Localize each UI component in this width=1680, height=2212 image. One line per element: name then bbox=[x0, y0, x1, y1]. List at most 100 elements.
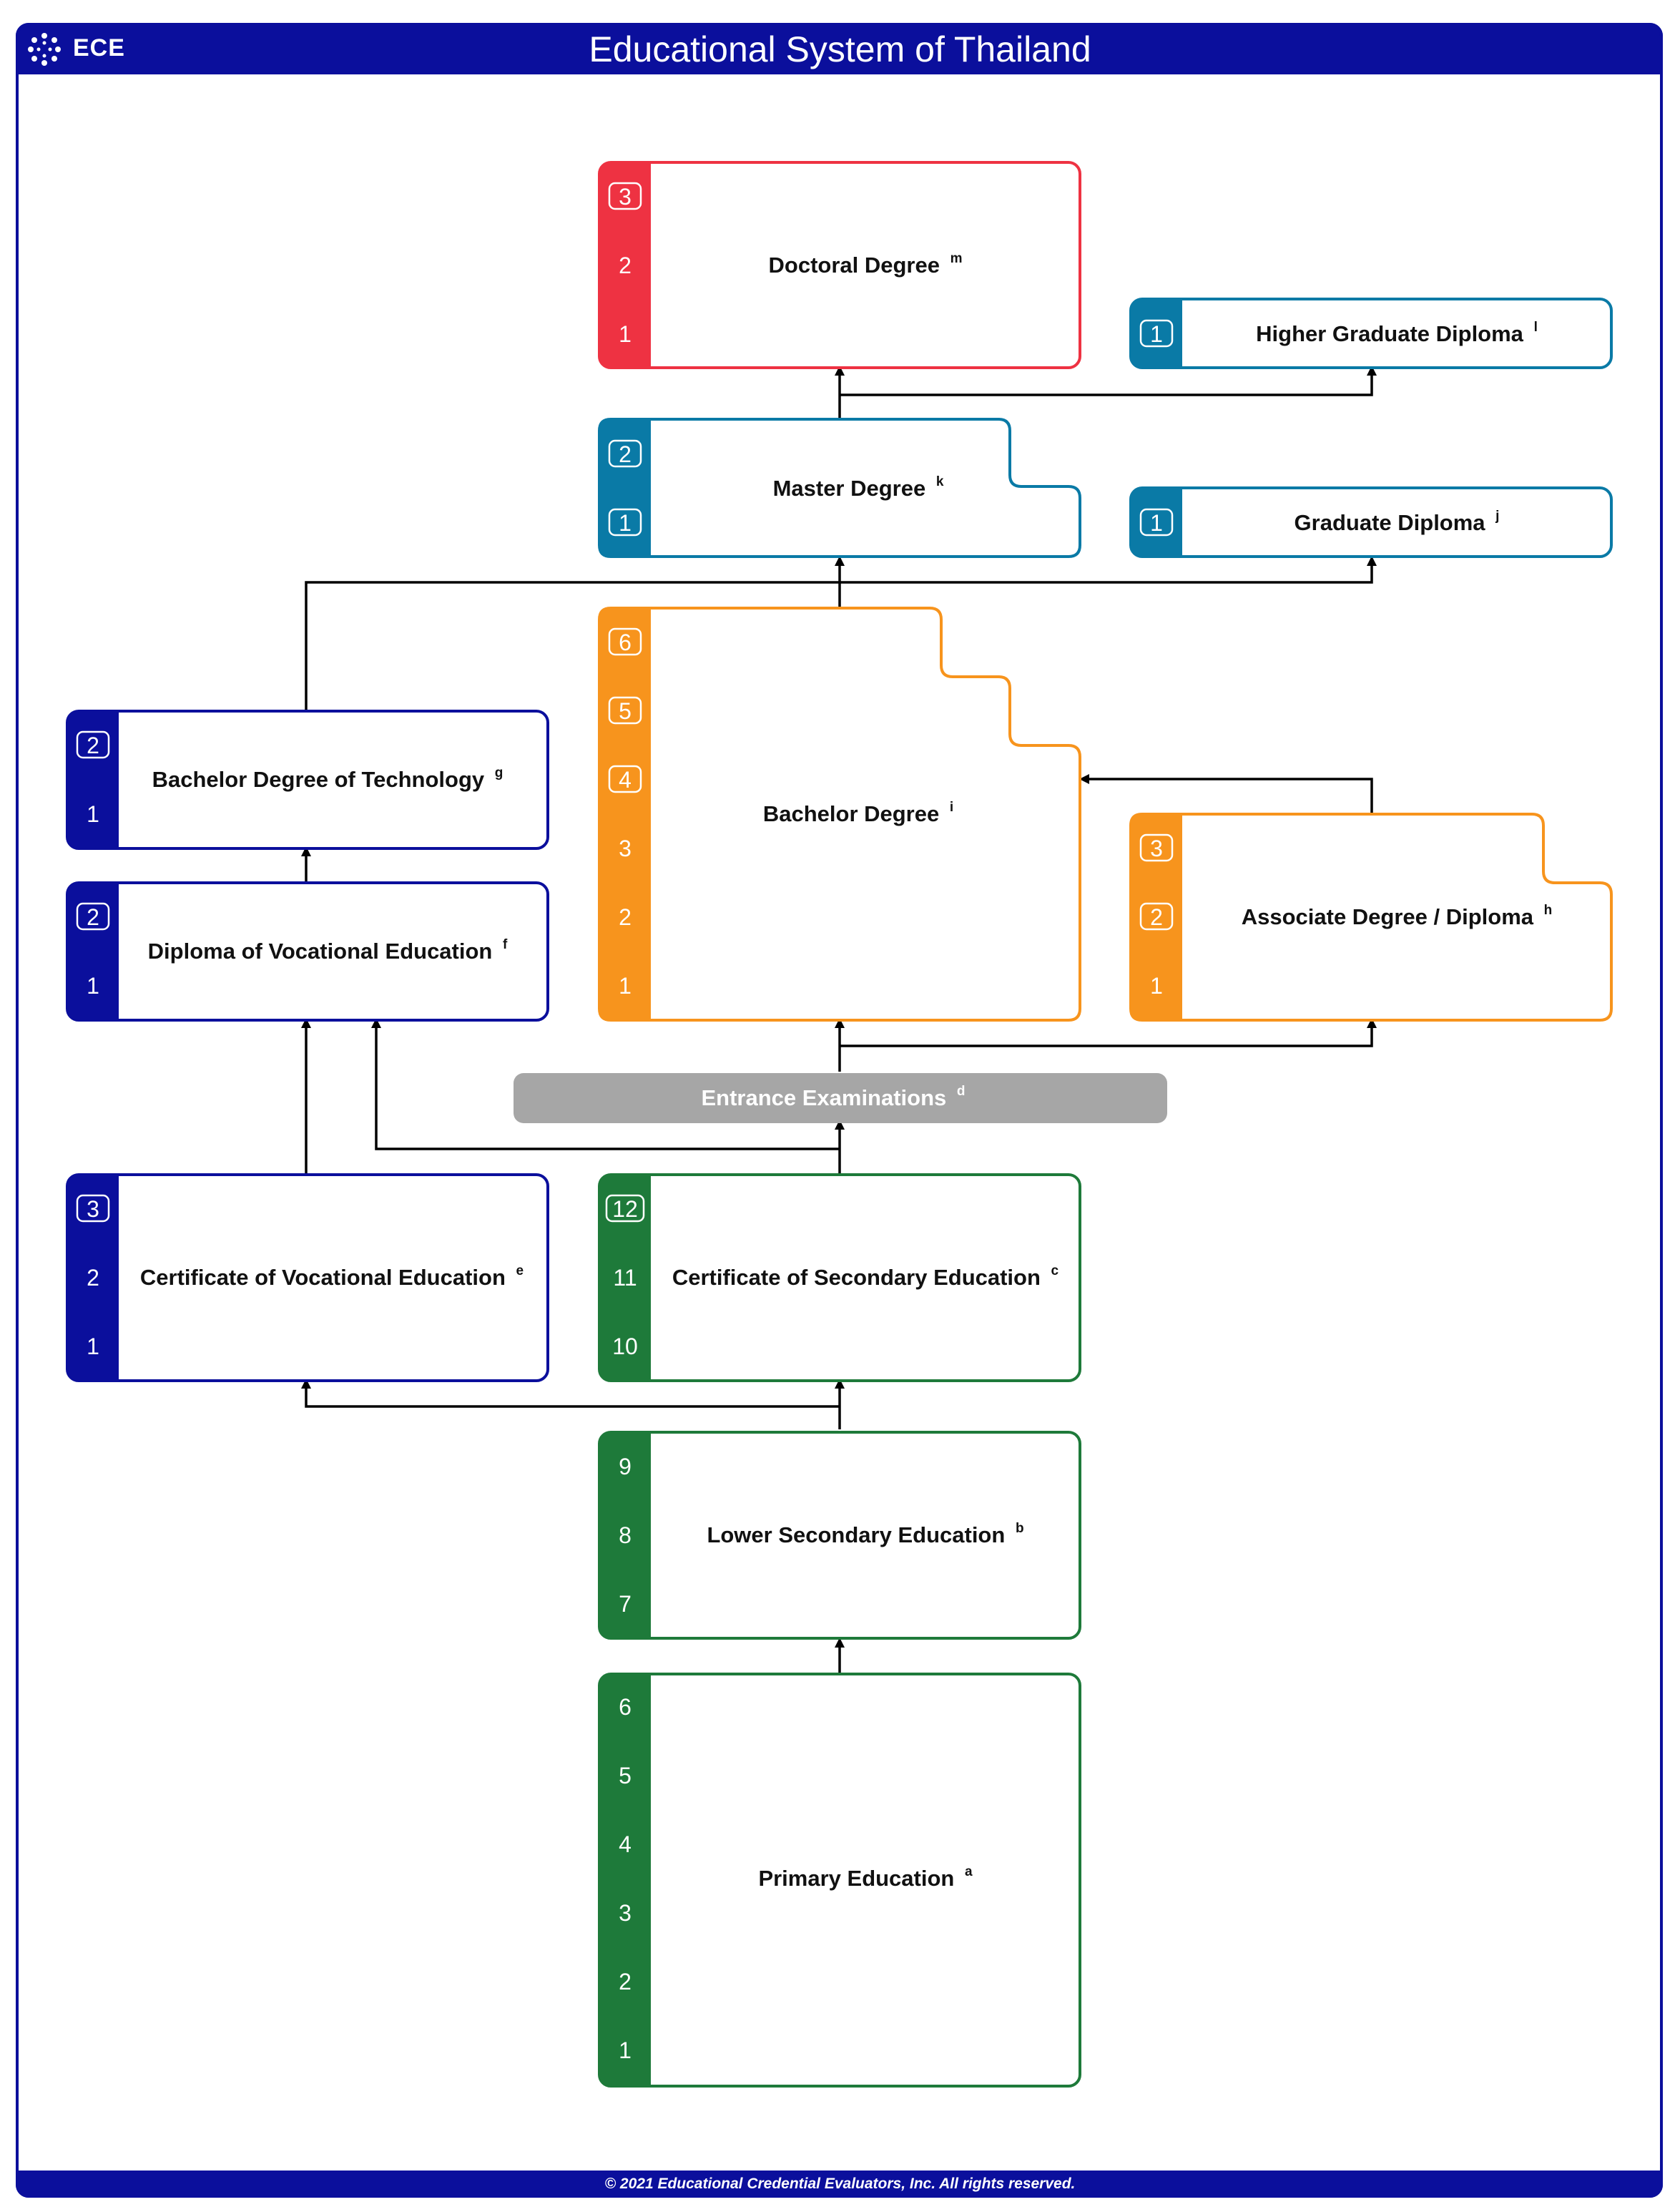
box-certificate-secondary-education: 12 11 10 Certificate of Secondary Educat… bbox=[598, 1173, 1081, 1382]
year-label: 1 bbox=[87, 1333, 99, 1359]
year-label: 2 bbox=[619, 253, 632, 278]
year-label: 2 bbox=[87, 733, 99, 758]
arrow-cert-secondary-to-diploma-vocational bbox=[371, 1018, 840, 1150]
box-entrance-examinations: Entrance Examinations d bbox=[514, 1073, 1167, 1123]
year-label: 4 bbox=[619, 1831, 632, 1857]
footnote-marker: k bbox=[936, 474, 944, 489]
box-diploma-vocational-education: 2 1 Diploma of Vocational Education f bbox=[66, 881, 549, 1022]
box-label: Certificate of Secondary Education bbox=[672, 1265, 1041, 1290]
footnote-marker: l bbox=[1534, 320, 1538, 335]
box-label: Diploma of Vocational Education bbox=[148, 939, 493, 964]
box-label: Lower Secondary Education bbox=[707, 1522, 1005, 1547]
year-label: 6 bbox=[619, 630, 632, 655]
footer-bar bbox=[16, 2171, 1663, 2198]
year-label: 3 bbox=[1150, 836, 1163, 861]
box-higher-graduate-diploma: 1 Higher Graduate Diploma l bbox=[1129, 298, 1613, 369]
year-label: 1 bbox=[1150, 973, 1163, 999]
arrow-associate-to-bachelor bbox=[1079, 774, 1373, 813]
year-label: 1 bbox=[1150, 321, 1163, 347]
box-graduate-diploma: 1 Graduate Diploma j bbox=[1129, 486, 1613, 558]
box-label: Higher Graduate Diploma bbox=[1256, 321, 1524, 346]
year-label: 4 bbox=[619, 767, 632, 793]
footnote-marker: b bbox=[1016, 1521, 1024, 1536]
year-label: 9 bbox=[619, 1454, 632, 1479]
svg-text:Associate Degree / Diploma: Associate Degree / Diploma h bbox=[1242, 903, 1553, 929]
year-label: 2 bbox=[87, 1265, 99, 1291]
svg-text:Doctoral Degree m: Doctoral Degree m bbox=[769, 251, 963, 278]
arrow-entrance-to-associate bbox=[840, 1018, 1377, 1047]
svg-text:Higher Graduate Diploma: Higher Graduate Diploma l bbox=[1256, 320, 1538, 346]
page-title: Educational System of Thailand bbox=[589, 29, 1091, 69]
box-master-degree: 2 1 Master Degree k bbox=[598, 418, 1081, 558]
svg-text:Master Degree k: Master Degree k bbox=[773, 474, 944, 501]
box-primary-education: 6 5 4 3 2 1 Primary Education a bbox=[598, 1673, 1081, 2088]
box-label: Doctoral Degree bbox=[769, 253, 940, 278]
year-label: 2 bbox=[87, 904, 99, 930]
svg-text:Primary Education a: Primary Education a bbox=[758, 1864, 973, 1891]
svg-text:Entrance Examinations d: Entrance Examinations d bbox=[701, 1084, 965, 1110]
year-label: 12 bbox=[612, 1196, 638, 1222]
year-label: 2 bbox=[619, 1969, 632, 1995]
footnote-marker: d bbox=[957, 1084, 966, 1099]
connector-lines bbox=[301, 366, 1377, 1673]
arrow-master-to-higher-graduate-diploma bbox=[840, 366, 1377, 396]
year-label: 3 bbox=[619, 1900, 632, 1926]
year-label: 1 bbox=[619, 510, 632, 536]
year-label: 6 bbox=[619, 1694, 632, 1720]
svg-text:Bachelor Degree i: Bachelor Degree i bbox=[763, 800, 953, 826]
year-label: 3 bbox=[87, 1196, 99, 1222]
year-label: 1 bbox=[619, 321, 632, 347]
arrow-lower-secondary-to-cert-vocational bbox=[301, 1379, 840, 1408]
svg-text:Graduate Diploma j: Graduate Diploma j bbox=[1295, 509, 1500, 535]
svg-text:Lower Secondary Education: Lower Secondary Education b bbox=[707, 1521, 1023, 1547]
box-bachelor-degree-technology: 2 1 Bachelor Degree of Technology g bbox=[66, 710, 549, 850]
year-label: 2 bbox=[619, 441, 632, 467]
year-label: 5 bbox=[619, 698, 632, 724]
box-doctoral-degree: 3 2 1 Doctoral Degree m bbox=[598, 161, 1081, 369]
footnote-marker: h bbox=[1544, 903, 1553, 918]
year-label: 3 bbox=[619, 184, 632, 210]
box-label: Primary Education bbox=[758, 1866, 954, 1891]
copyright-text: © 2021 Educational Credential Evaluators… bbox=[604, 2176, 1076, 2192]
footnote-marker: g bbox=[495, 765, 503, 780]
arrow-bachelor-technology-to-graduate-diploma bbox=[305, 556, 1377, 710]
box-label: Master Degree bbox=[773, 476, 926, 501]
footnote-marker: j bbox=[1495, 509, 1499, 524]
ece-logo: ECE bbox=[19, 26, 133, 73]
year-label: 5 bbox=[619, 1763, 632, 1788]
year-label: 1 bbox=[1150, 510, 1163, 536]
footnote-marker: f bbox=[503, 937, 508, 952]
box-label: Associate Degree / Diploma bbox=[1242, 904, 1534, 929]
year-label: 3 bbox=[619, 836, 632, 861]
footnote-marker: a bbox=[965, 1864, 973, 1879]
footnote-marker: e bbox=[516, 1263, 524, 1278]
box-label: Graduate Diploma bbox=[1295, 510, 1486, 535]
svg-text:Certificate of Vocational Educ: Certificate of Vocational Education e bbox=[140, 1263, 524, 1290]
year-label: 1 bbox=[619, 973, 632, 999]
svg-text:Diploma of Vocational Educatio: Diploma of Vocational Education f bbox=[148, 937, 508, 964]
box-label: Bachelor Degree bbox=[763, 801, 939, 826]
logo-text: ECE bbox=[73, 34, 125, 62]
year-label: 1 bbox=[87, 973, 99, 999]
box-label: Bachelor Degree of Technology bbox=[152, 767, 485, 792]
box-bachelor-degree: 6 5 4 3 2 1 Bachelor Degree i bbox=[598, 607, 1081, 1022]
year-label: 2 bbox=[619, 904, 632, 930]
ece-logo-icon bbox=[28, 33, 61, 66]
footnote-marker: m bbox=[950, 251, 963, 266]
box-lower-secondary-education: 9 8 7 Lower Secondary Education b bbox=[598, 1431, 1081, 1640]
year-label: 1 bbox=[87, 801, 99, 827]
footnote-marker: c bbox=[1051, 1263, 1059, 1278]
footnote-marker: i bbox=[950, 800, 953, 815]
box-certificate-vocational-education: 3 2 1 Certificate of Vocational Educatio… bbox=[66, 1173, 549, 1382]
box-label: Certificate of Vocational Education bbox=[140, 1265, 506, 1290]
svg-text:Bachelor Degree of Technology: Bachelor Degree of Technology g bbox=[152, 765, 503, 792]
box-associate-degree: 3 2 1 Associate Degree / Diploma h bbox=[1129, 813, 1613, 1022]
year-label: 8 bbox=[619, 1522, 632, 1548]
year-label: 7 bbox=[619, 1591, 632, 1617]
year-label: 10 bbox=[612, 1333, 638, 1359]
box-label: Entrance Examinations bbox=[701, 1085, 946, 1110]
year-label: 2 bbox=[1150, 904, 1163, 930]
svg-text:Certificate of Secondary Educa: Certificate of Secondary Education c bbox=[672, 1263, 1059, 1290]
year-label: 1 bbox=[619, 2037, 632, 2063]
